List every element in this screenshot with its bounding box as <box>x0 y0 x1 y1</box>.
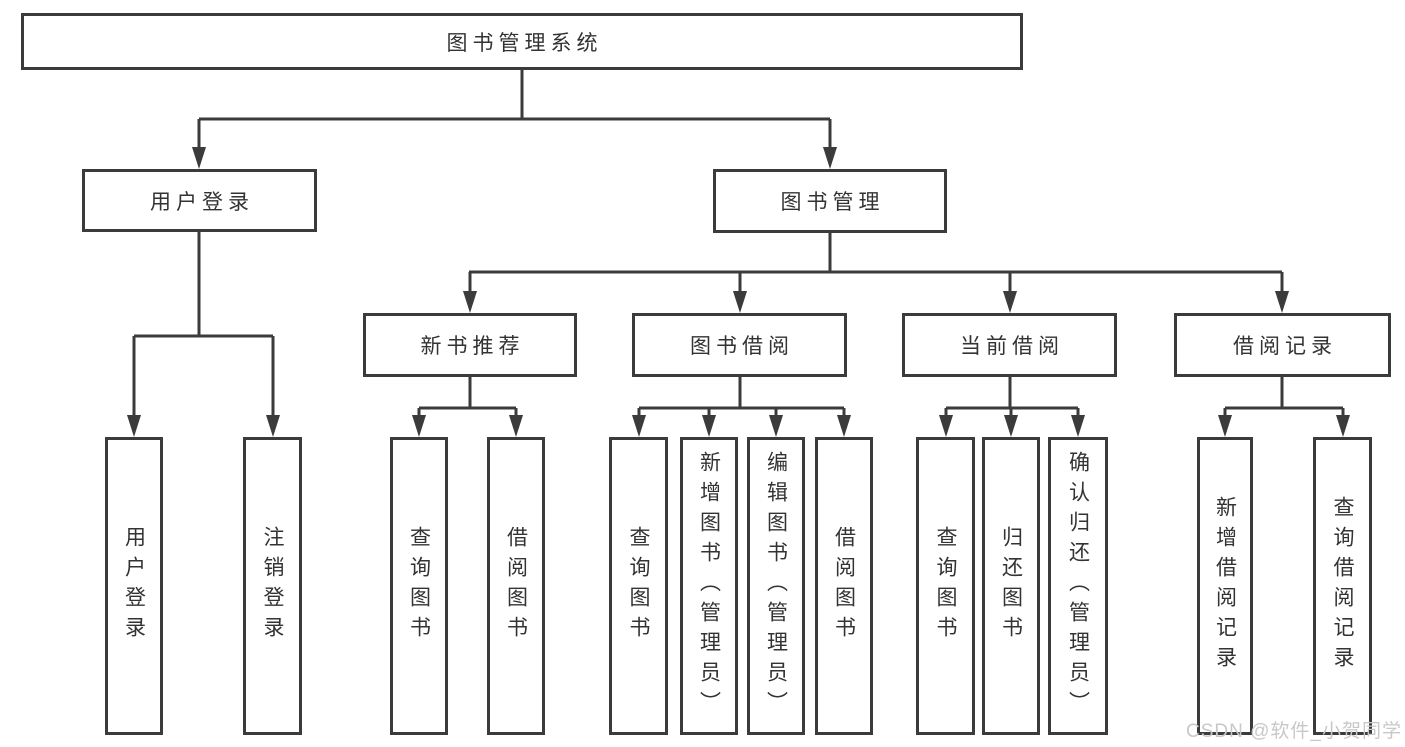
node-book-management: 图书管理 <box>713 169 947 233</box>
leaf-records-add-record: 新增借阅记录 <box>1197 437 1253 735</box>
leaf-current-query-books: 查询图书 <box>916 437 975 735</box>
leaf-logout-label: 注销登录 <box>261 526 284 646</box>
leaf-logout: 注销登录 <box>243 437 302 735</box>
node-book-borrowing: 图书借阅 <box>632 313 847 377</box>
leaf-borrowing-borrow-books-label: 借阅图书 <box>832 526 856 646</box>
node-borrowing-records: 借阅记录 <box>1174 313 1391 377</box>
leaf-current-confirm-return-admin-label: 确认归还（管理员） <box>1066 451 1090 721</box>
leaf-records-query-record: 查询借阅记录 <box>1313 437 1372 735</box>
node-book-management-label: 图书管理 <box>780 191 885 214</box>
leaf-borrowing-query-books: 查询图书 <box>609 437 668 735</box>
node-user-login-label: 用户登录 <box>150 190 254 214</box>
leaf-records-query-record-label: 查询借阅记录 <box>1331 496 1354 676</box>
node-book-borrowing-label: 图书借阅 <box>690 335 794 358</box>
leaf-recommend-query-books: 查询图书 <box>390 437 448 735</box>
leaf-current-confirm-return-admin: 确认归还（管理员） <box>1048 437 1108 735</box>
leaf-recommend-borrow-books-label: 借阅图书 <box>504 526 528 646</box>
leaf-recommend-borrow-books: 借阅图书 <box>487 437 545 735</box>
node-new-book-recommend: 新书推荐 <box>363 313 577 377</box>
leaf-borrowing-borrow-books: 借阅图书 <box>815 437 873 735</box>
arrow-heads <box>127 147 1350 437</box>
leaf-borrowing-add-books-admin: 新增图书（管理员） <box>680 437 738 735</box>
leaf-current-return-books: 归还图书 <box>982 437 1040 735</box>
node-borrowing-records-label: 借阅记录 <box>1233 335 1337 358</box>
node-current-borrowing: 当前借阅 <box>902 313 1117 377</box>
leaf-user-login: 用户登录 <box>105 437 163 735</box>
node-root-label: 图书管理系统 <box>446 31 603 55</box>
csdn-watermark: CSDN @软件_小贺同学 <box>1186 721 1402 742</box>
node-user-login: 用户登录 <box>82 169 317 232</box>
node-root: 图书管理系统 <box>21 13 1023 70</box>
leaf-user-login-label: 用户登录 <box>122 526 146 646</box>
leaf-borrowing-edit-books-admin: 编辑图书（管理员） <box>747 437 805 735</box>
leaf-borrowing-query-books-label: 查询图书 <box>627 526 650 646</box>
leaf-recommend-query-books-label: 查询图书 <box>407 526 431 646</box>
leaf-current-query-books-label: 查询图书 <box>934 526 957 646</box>
leaf-records-add-record-label: 新增借阅记录 <box>1213 496 1237 676</box>
leaf-borrowing-edit-books-admin-label: 编辑图书（管理员） <box>764 451 788 721</box>
node-new-book-recommend-label: 新书推荐 <box>420 335 525 358</box>
leaf-current-return-books-label: 归还图书 <box>999 526 1023 646</box>
leaf-borrowing-add-books-admin-label: 新增图书（管理员） <box>697 451 721 721</box>
node-current-borrowing-label: 当前借阅 <box>960 335 1064 358</box>
